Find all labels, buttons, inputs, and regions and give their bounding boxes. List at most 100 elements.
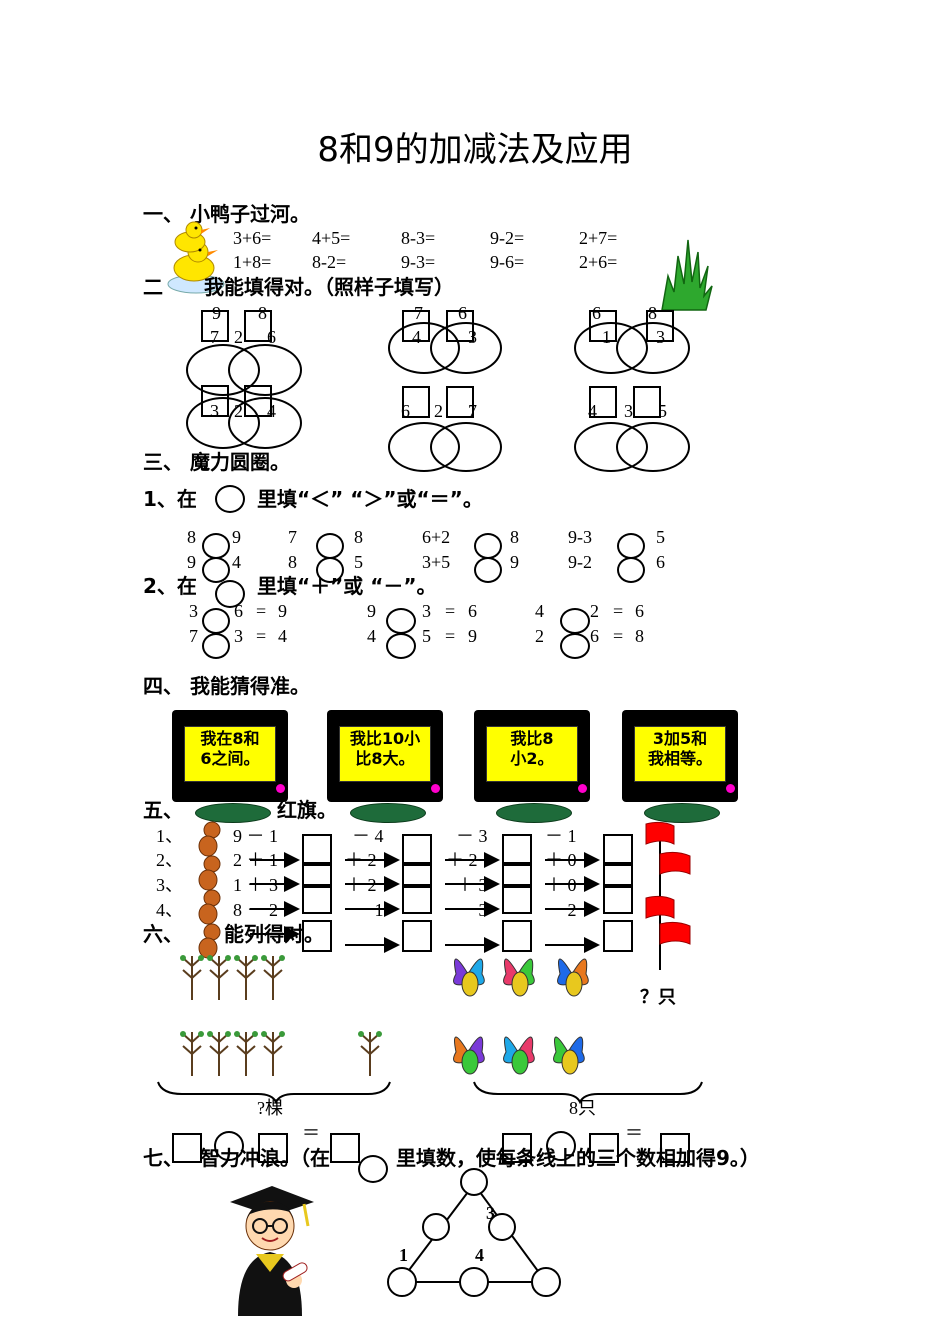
section-2-prefix: 二 bbox=[143, 275, 163, 299]
sign-equals: = bbox=[445, 626, 456, 646]
answer-box[interactable] bbox=[302, 864, 332, 886]
answer-box[interactable] bbox=[603, 834, 633, 864]
clue-line: 6之间。 bbox=[200, 749, 260, 768]
sign-circle[interactable] bbox=[386, 633, 416, 659]
puzzle-circle[interactable] bbox=[387, 1267, 417, 1297]
question-3-2-text: 里填“＋”或 “－”。 bbox=[257, 574, 437, 598]
venn-circle bbox=[430, 422, 502, 472]
chain-arrows bbox=[250, 852, 600, 953]
compare-right: 4 bbox=[232, 552, 241, 572]
duck-icon bbox=[167, 221, 225, 294]
puzzle-circle[interactable] bbox=[488, 1213, 516, 1241]
puzzle-number: 1 bbox=[399, 1245, 408, 1265]
sign-result: 6 bbox=[468, 601, 477, 621]
answer-box[interactable] bbox=[502, 1133, 532, 1163]
sign-equals: = bbox=[613, 626, 624, 646]
sign-result: 9 bbox=[278, 601, 287, 621]
grass-icon bbox=[661, 239, 713, 311]
answer-box[interactable] bbox=[402, 834, 432, 864]
sign-circle[interactable] bbox=[202, 633, 230, 659]
sign-operand: 2 bbox=[590, 601, 599, 621]
question-label: ？只 bbox=[640, 987, 676, 1007]
monitor-stand bbox=[496, 803, 572, 823]
symbol-circle bbox=[215, 580, 245, 608]
compare-right: 9 bbox=[232, 527, 241, 547]
sign-operand: 9 bbox=[367, 601, 376, 621]
section-4-heading: 四、 我能猜得准。 bbox=[143, 674, 310, 698]
split-number: 6 bbox=[401, 401, 410, 421]
duck-equation: 8-2= bbox=[312, 252, 347, 272]
compare-left: 9-2 bbox=[568, 552, 592, 572]
answer-box[interactable] bbox=[258, 1133, 288, 1163]
graduate-icon bbox=[230, 1186, 314, 1316]
split-number: 5 bbox=[658, 401, 667, 421]
sign-operand: 3 bbox=[189, 601, 198, 621]
sign-result: 6 bbox=[635, 601, 644, 621]
answer-box[interactable] bbox=[660, 1133, 690, 1163]
answer-box[interactable] bbox=[502, 864, 532, 886]
monitor-screen: 3加5和我相等。 bbox=[634, 726, 726, 782]
butterflies-icon bbox=[453, 958, 589, 1075]
section-6-prefix: 六、 bbox=[143, 922, 183, 946]
operator-circle[interactable] bbox=[214, 1131, 244, 1161]
sign-operand: 3 bbox=[234, 626, 243, 646]
section-6-heading: 能列得对。 bbox=[224, 922, 324, 946]
duck-equation: 3+6= bbox=[233, 228, 272, 248]
puzzle-circle[interactable] bbox=[422, 1213, 450, 1241]
answer-box[interactable] bbox=[603, 864, 633, 886]
answer-box[interactable] bbox=[172, 1133, 202, 1163]
chain-op: － 1 bbox=[545, 826, 577, 846]
sign-equals: = bbox=[445, 601, 456, 621]
chain-start: 9 － 1 bbox=[233, 826, 278, 846]
sign-operand: 6 bbox=[234, 601, 243, 621]
answer-box[interactable] bbox=[633, 386, 661, 418]
answer-box[interactable] bbox=[502, 834, 532, 864]
answer-box[interactable] bbox=[589, 1133, 619, 1163]
answer-box[interactable] bbox=[330, 1133, 360, 1163]
answer-box[interactable] bbox=[402, 864, 432, 886]
sign-equals: = bbox=[256, 601, 267, 621]
answer-box[interactable] bbox=[502, 920, 532, 952]
question-3-1-text: 里填“＜” “＞”或“＝”。 bbox=[257, 487, 483, 511]
answer-box[interactable] bbox=[603, 920, 633, 952]
answer-box[interactable] bbox=[244, 310, 272, 342]
sign-circle[interactable] bbox=[560, 633, 590, 659]
puzzle-circle[interactable] bbox=[460, 1168, 488, 1196]
sign-result: 9 bbox=[468, 626, 477, 646]
equals-sign: ＝ bbox=[625, 1123, 643, 1143]
chain-label: 3、 bbox=[156, 875, 183, 895]
answer-box[interactable] bbox=[446, 386, 474, 418]
puzzle-circle[interactable] bbox=[531, 1267, 561, 1297]
answer-box[interactable] bbox=[402, 886, 432, 914]
compare-circle[interactable] bbox=[474, 557, 502, 583]
answer-box[interactable] bbox=[589, 386, 617, 418]
sign-operand: 3 bbox=[422, 601, 431, 621]
compare-circle[interactable] bbox=[617, 557, 645, 583]
split-number: 2 bbox=[234, 327, 243, 347]
answer-box[interactable] bbox=[302, 886, 332, 914]
answer-box[interactable] bbox=[201, 310, 229, 342]
duck-equation: 8-3= bbox=[401, 228, 436, 248]
operator-circle[interactable] bbox=[546, 1131, 576, 1161]
compare-right: 9 bbox=[510, 552, 519, 572]
answer-box[interactable] bbox=[502, 886, 532, 914]
monitor-stand bbox=[350, 803, 426, 823]
clue-line: 比8大。 bbox=[355, 749, 415, 768]
answer-box[interactable] bbox=[402, 920, 432, 952]
compare-circle[interactable] bbox=[202, 557, 230, 583]
question-3-2-prefix: 2、在 bbox=[143, 574, 197, 598]
answer-box[interactable] bbox=[603, 886, 633, 914]
duck-equation: 4+5= bbox=[312, 228, 351, 248]
chain-label: 2、 bbox=[156, 850, 183, 870]
monitor-screen: 我比10小比8大。 bbox=[339, 726, 431, 782]
compare-circle[interactable] bbox=[316, 557, 344, 583]
compare-left: 6+2 bbox=[422, 527, 451, 547]
answer-box[interactable] bbox=[402, 386, 430, 418]
answer-box[interactable] bbox=[302, 920, 332, 952]
puzzle-circle[interactable] bbox=[459, 1267, 489, 1297]
split-number: 8 bbox=[648, 303, 657, 323]
sign-equals: = bbox=[613, 601, 624, 621]
answer-box[interactable] bbox=[302, 834, 332, 864]
